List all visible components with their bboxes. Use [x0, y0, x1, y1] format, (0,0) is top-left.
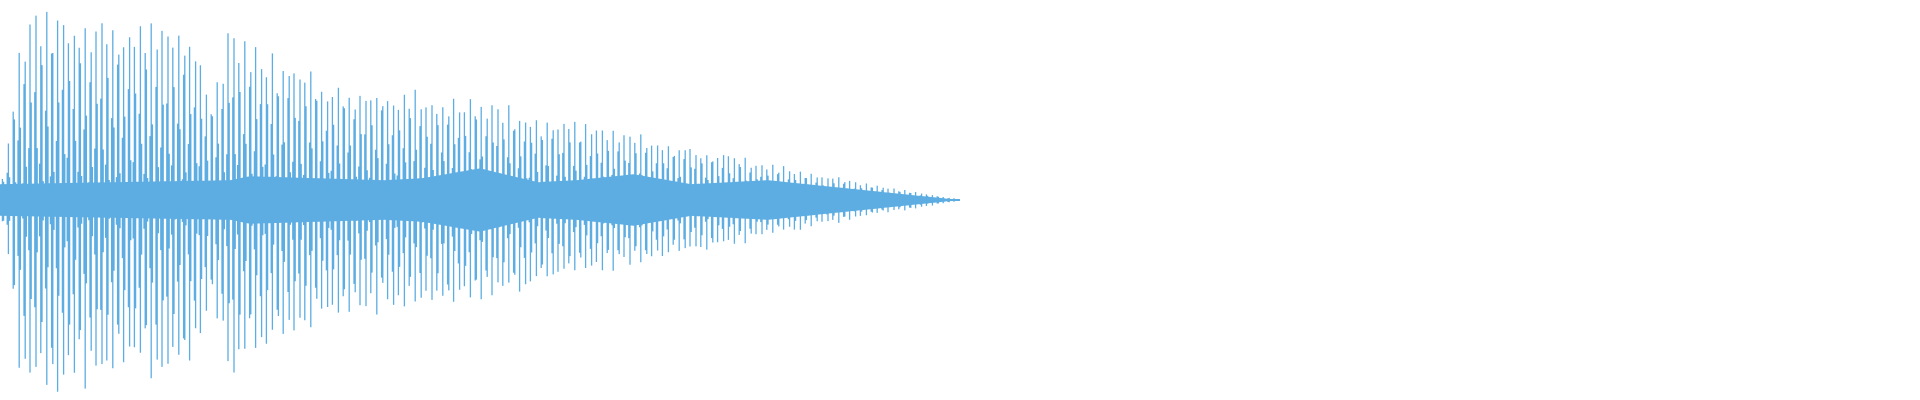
waveform-series [0, 11, 960, 392]
waveform-line [0, 11, 960, 392]
